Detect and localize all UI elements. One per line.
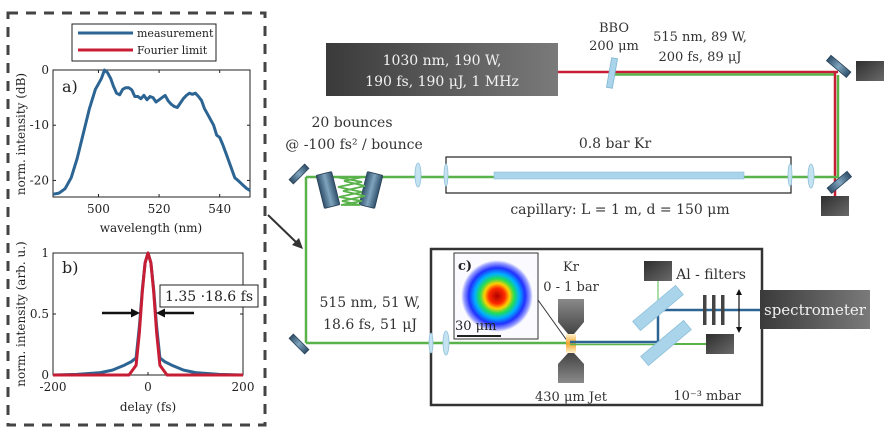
gas-nozzle-bottom (558, 353, 584, 383)
jet-gas-label: Kr (563, 260, 580, 275)
bbo-label-line1: BBO (599, 21, 629, 36)
al-filter-1 (703, 295, 707, 325)
y-tick-label: -20 (30, 173, 49, 187)
lens-right (807, 163, 815, 189)
jet-pressure-label: 0 - 1 bar (543, 280, 599, 295)
y-tick-label: -10 (30, 118, 49, 132)
inset-pointer (537, 299, 569, 343)
al-filter-3 (721, 295, 725, 325)
y-tick-label: 0.5 (30, 307, 49, 321)
plot-b-fourier-line (53, 251, 243, 377)
pointer-arrow-head (292, 238, 303, 249)
scale-bar-label: 30 μm (455, 319, 496, 334)
x-tick-label: 500 (87, 202, 110, 216)
capillary-label: capillary: L = 1 m, d = 150 μm (510, 202, 729, 218)
filters-label: Al - filters (675, 267, 746, 283)
plot-b-xlabel: delay (fs) (120, 400, 176, 414)
fold-mirror-bottom (288, 333, 310, 355)
gas-nozzle-top (558, 299, 584, 334)
laser-spec-line2: 190 fs, 190 μJ, 1 MHz (365, 74, 519, 90)
jet-size-label: 430 μm Jet (535, 390, 608, 405)
fwhm-arrow-left-head (131, 308, 140, 318)
bbo-crystal (605, 57, 619, 89)
plot-a-panel-label: a) (62, 77, 78, 96)
plot-b-panel-label: b) (62, 258, 78, 277)
window-left (443, 163, 449, 187)
beam-dump-chamber-upper (644, 261, 672, 281)
fold-mirror-top (288, 163, 310, 185)
plots-panel-border (6, 11, 267, 427)
x-tick-label: 520 (148, 202, 171, 216)
shg-spec-line2: 200 fs, 89 μJ (658, 50, 741, 65)
grazing-plate-upper (632, 284, 684, 332)
plot-b-ylabel: norm. intensity (arb. u.) (14, 241, 28, 386)
legend-fourier-label: Fourier limit (137, 44, 208, 57)
fwhm-arrow-right-head (156, 308, 165, 318)
laser-source (326, 43, 558, 96)
focusing-lens (442, 330, 450, 356)
plot-b-axes (52, 252, 244, 376)
x-tick-label: 200 (232, 380, 255, 394)
plot-a-xlabel: wavelength (nm) (100, 221, 203, 235)
y-tick-label: 1 (41, 246, 49, 260)
pointer-arrow (267, 214, 299, 245)
hollow-core-capillary (493, 171, 745, 180)
dichroic-mirror-bottom (826, 170, 853, 194)
pressure-label: 10⁻³ mbar (673, 389, 741, 404)
filter-arrow-up-head (736, 289, 742, 295)
plot-a: a) 500 520 540 0 -10 -20 wavelength (nm) norm… (14, 63, 251, 235)
chirped-mirror-label-line2: @ -100 fs² / bounce (285, 137, 423, 153)
bbo-label-line2: 200 μm (589, 39, 639, 54)
legend: measurement Fourier limit (71, 23, 217, 62)
inset-panel-label: c) (458, 259, 472, 274)
fwhm-annotation: 1.35 ·18.6 fs (165, 289, 253, 305)
shg-spec-line1: 515 nm, 89 W, (653, 30, 747, 45)
grazing-plate-lower (640, 319, 692, 367)
chirped-mirror-label-line1: 20 bounces (312, 115, 393, 131)
plot-a-measurement-line (52, 68, 251, 196)
dichroic-mirror-top (825, 54, 852, 78)
x-tick-label: 540 (208, 202, 231, 216)
chamber-window (428, 332, 434, 354)
fwhm-annotation-box (159, 284, 259, 308)
y-tick-label: 0 (41, 63, 49, 77)
y-tick-label: 0 (41, 368, 49, 382)
legend-measurement-label: measurement (137, 27, 214, 40)
x-tick-label: 0 (144, 380, 152, 394)
focal-spot-image (461, 260, 533, 332)
beam-dump-top (856, 61, 884, 81)
beam-dump-chamber-lower (706, 334, 734, 354)
al-filter-2 (712, 295, 716, 325)
lens-left (414, 162, 422, 188)
filter-arrow-down-head (736, 327, 742, 333)
compressed-spec-line2: 18.6 fs, 51 μJ (323, 317, 417, 333)
window-right (787, 163, 793, 187)
interaction-region (566, 334, 576, 353)
x-tick-label: -200 (40, 380, 67, 394)
plot-a-ylabel: norm. intensity (dB) (14, 73, 28, 195)
spectrometer-label: spectrometer (764, 301, 867, 319)
beam-dump-bottom (821, 196, 849, 216)
gas-pressure-label: 0.8 bar Kr (579, 136, 652, 152)
chirped-mirror-pair (315, 171, 384, 209)
spectrometer (760, 290, 870, 329)
chirped-mirror-right (358, 171, 384, 209)
chirped-mirror-left (315, 171, 341, 209)
chirped-bounces (335, 176, 366, 206)
compressed-spec-line1: 515 nm, 51 W, (319, 295, 420, 311)
laser-spec-line1: 1030 nm, 190 W, (383, 53, 502, 69)
